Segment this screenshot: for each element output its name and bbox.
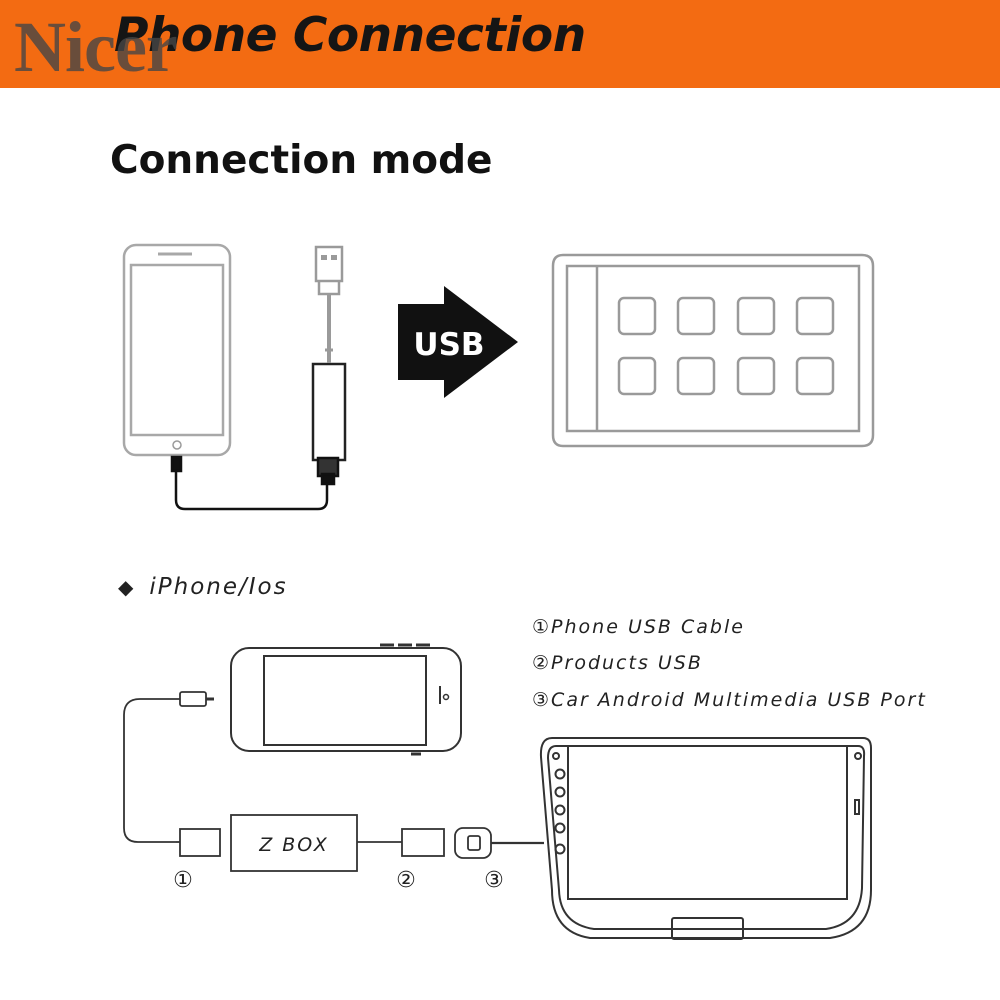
marker-3: ③ bbox=[484, 868, 504, 893]
usb-arrow-label: USB bbox=[413, 327, 484, 363]
page-title: Phone Connection bbox=[114, 8, 586, 63]
legend-number: ② bbox=[532, 652, 552, 674]
legend-text: Phone USB Cable bbox=[551, 616, 745, 638]
header-banner: Phone Connection Nicer bbox=[0, 0, 1000, 88]
legend-text: Car Android Multimedia USB Port bbox=[551, 689, 927, 711]
diamond-icon: ◆ bbox=[118, 575, 136, 599]
phone-usb-cable-icon bbox=[123, 691, 221, 857]
arrow-icon bbox=[398, 286, 518, 398]
legend-item: ②Products USB bbox=[532, 652, 992, 674]
smartphone-icon bbox=[122, 243, 232, 457]
legend-number: ③ bbox=[532, 689, 552, 711]
z-box-label: Z BOX bbox=[258, 834, 329, 856]
z-box-device bbox=[230, 814, 358, 872]
legend-text: Products USB bbox=[551, 652, 703, 674]
ios-heading: ◆ iPhone/Ios bbox=[118, 574, 288, 600]
section-title: Connection mode bbox=[110, 138, 493, 183]
marker-1: ① bbox=[173, 868, 193, 893]
car-multimedia-unit-icon bbox=[539, 737, 872, 940]
head-unit-screen-icon bbox=[551, 253, 875, 448]
brand-watermark: Nicer bbox=[14, 7, 178, 87]
product-usb-connector-icon bbox=[357, 828, 445, 857]
legend-item: ③Car Android Multimedia USB Port bbox=[532, 689, 992, 711]
iphone-icon bbox=[230, 643, 462, 756]
usb-cable-icon bbox=[170, 245, 347, 511]
car-usb-port-icon bbox=[454, 827, 544, 859]
marker-2: ② bbox=[396, 868, 416, 893]
legend-number: ① bbox=[532, 616, 552, 638]
legend-item: ①Phone USB Cable bbox=[532, 616, 992, 638]
ios-heading-label: iPhone/Ios bbox=[149, 574, 288, 600]
